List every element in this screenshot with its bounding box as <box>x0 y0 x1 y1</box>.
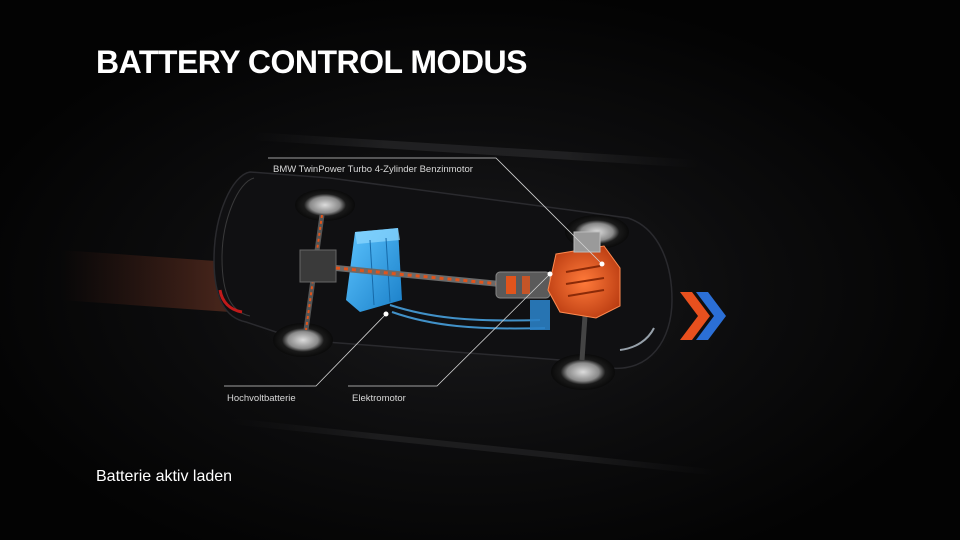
direction-chevrons <box>680 292 726 340</box>
callout-label-motor: Elektromotor <box>352 393 406 404</box>
slide-subtitle: Batterie aktiv laden <box>96 468 233 485</box>
electric-motor <box>495 271 551 330</box>
chevron-orange-icon <box>680 292 710 340</box>
drive-shaft <box>335 265 501 287</box>
callout-label-battery: Hochvoltbatterie <box>227 393 296 404</box>
slide-title: BATTERY CONTROL MODUS <box>96 44 527 80</box>
callout-dot-motor <box>547 271 553 277</box>
callout-dot-engine <box>599 261 605 267</box>
callout-label-engine: BMW TwinPower Turbo 4-Zylinder Benzinmot… <box>273 164 473 175</box>
wheel-rear-left <box>295 189 355 221</box>
wheel-front-right <box>551 354 615 390</box>
hv-cables <box>389 304 546 330</box>
motion-trail <box>60 250 230 312</box>
road-streaks <box>60 132 720 476</box>
chassis <box>299 214 593 361</box>
callout-dot-battery <box>383 311 389 317</box>
callout-lines <box>224 157 603 387</box>
wheel-rear-right <box>273 323 333 357</box>
rear-differential <box>299 249 337 283</box>
chevron-blue-icon <box>696 292 726 340</box>
